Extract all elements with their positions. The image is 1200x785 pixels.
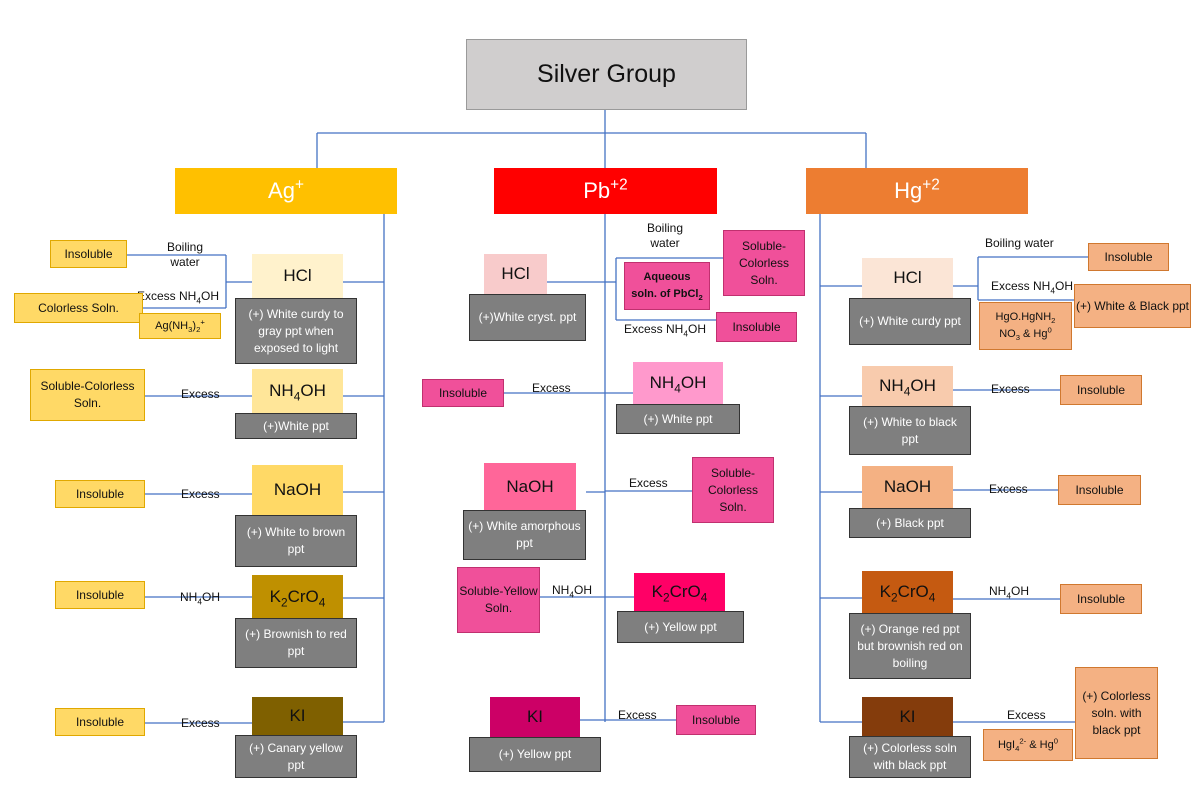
ag-ki-result: (+) Canary yellow ppt (235, 735, 357, 778)
pb-nh4oh-reagent: NH4OH (633, 362, 723, 404)
ag-nh4oh-label: Excess (181, 387, 220, 401)
pb-hcl-reagent: HCl (484, 254, 547, 294)
pb-excess-side: Insoluble (716, 312, 797, 342)
ag-boiling-label: Boiling water (166, 240, 204, 269)
hg-ki-label: Excess (1007, 708, 1046, 722)
pb-hcl-result: (+)White cryst. ppt (469, 294, 586, 341)
pb-k2cro4-reagent: K2CrO4 (634, 573, 725, 611)
ag-boiling-side: Insoluble (50, 240, 127, 268)
title-text: Silver Group (537, 60, 676, 88)
hg-ki-reagent: KI (862, 697, 953, 736)
pb-ki-side: Insoluble (676, 705, 756, 735)
pb-k2cro4-result: (+) Yellow ppt (617, 611, 744, 643)
ag-naoh-reagent: NaOH (252, 465, 343, 515)
pb-nh4oh-side: Insoluble (422, 379, 504, 407)
ag-nh4oh-reagent: NH4OH (252, 369, 343, 413)
pb-k2cro4-side: Soluble-Yellow Soln. (457, 567, 540, 633)
ag-colorless-soln: Colorless Soln. (14, 293, 143, 323)
ag-excess-nh4oh-label: Excess NH4OH (137, 289, 220, 306)
pb-naoh-label: Excess (629, 476, 668, 490)
pb-header: Pb+2 (494, 168, 717, 214)
pb-boiling-label: Boiling water (646, 221, 684, 250)
hg-excess-side: (+) White & Black ppt (1074, 284, 1191, 328)
pb-ki-label: Excess (618, 708, 657, 722)
ag-ki-label: Excess (181, 716, 220, 730)
hg-k2cro4-reagent: K2CrO4 (862, 571, 953, 613)
pb-nh4oh-label: Excess (532, 381, 571, 395)
hg-header: Hg+2 (806, 168, 1028, 214)
ag-k2cro4-reagent: K2CrO4 (252, 575, 343, 618)
pb-naoh-reagent: NaOH (484, 463, 576, 510)
ag-complex: Ag(NH3)2+ (139, 313, 221, 339)
hg-ki-result: (+) Colorless soln with black ppt (849, 736, 971, 778)
hg-naoh-label: Excess (989, 482, 1028, 496)
hg-excess-nh4oh-label: Excess NH4OH (991, 279, 1074, 296)
hg-boiling-label: Boiling water (985, 236, 1054, 250)
pb-nh4oh-result: (+) White ppt (616, 404, 740, 434)
ag-k2cro4-side: Insoluble (55, 581, 145, 609)
pb-k2cro4-label: NH4OH (552, 583, 593, 600)
ag-naoh-side: Insoluble (55, 480, 145, 508)
hg-k2cro4-side: Insoluble (1060, 584, 1142, 614)
hg-hcl-reagent: HCl (862, 258, 953, 298)
hg-nh4oh-side: Insoluble (1060, 375, 1142, 405)
pb-naoh-side: Soluble-Colorless Soln. (692, 457, 774, 523)
pb-boiling-side: Soluble-Colorless Soln. (723, 230, 805, 296)
ag-k2cro4-label: NH4OH (180, 590, 221, 607)
ag-nh4oh-side: Soluble-Colorless Soln. (30, 369, 145, 421)
pb-header-text: Pb+2 (583, 176, 628, 203)
hg-naoh-side: Insoluble (1058, 475, 1141, 505)
ag-k2cro4-result: (+) Brownish to red ppt (235, 618, 357, 668)
title-box: Silver Group (466, 39, 747, 110)
pb-naoh-result: (+) White amorphous ppt (463, 510, 586, 560)
hg-header-text: Hg+2 (894, 176, 940, 203)
ag-header-text: Ag+ (268, 176, 304, 203)
ag-ki-side: Insoluble (55, 708, 145, 736)
hg-nh4oh-reagent: NH4OH (862, 366, 953, 406)
pb-ki-reagent: KI (490, 697, 580, 737)
hg-ki-complex: HgI42- & Hg0 (983, 729, 1073, 761)
hg-hcl-result: (+) White curdy ppt (849, 298, 971, 345)
ag-naoh-result: (+) White to brown ppt (235, 515, 357, 567)
ag-ki-reagent: KI (252, 697, 343, 735)
hg-k2cro4-label: NH4OH (989, 584, 1030, 601)
hg-naoh-reagent: NaOH (862, 466, 953, 508)
ag-header: Ag+ (175, 168, 397, 214)
pb-excess-nh4oh-label: Excess NH4OH (624, 322, 707, 339)
hg-ki-side: (+) Colorless soln. with black ppt (1075, 667, 1158, 759)
ag-hcl-reagent: HCl (252, 254, 343, 298)
pb-ki-result: (+) Yellow ppt (469, 737, 601, 772)
hg-naoh-result: (+) Black ppt (849, 508, 971, 538)
ag-hcl-result: (+) White curdy to gray ppt when exposed… (235, 298, 357, 364)
hg-boiling-side: Insoluble (1088, 243, 1169, 271)
hg-nh4oh-label: Excess (991, 382, 1030, 396)
ag-nh4oh-result: (+)White ppt (235, 413, 357, 439)
hg-nh4oh-result: (+) White to black ppt (849, 406, 971, 455)
ag-naoh-label: Excess (181, 487, 220, 501)
hg-k2cro4-result: (+) Orange red ppt but brownish red on b… (849, 613, 971, 679)
